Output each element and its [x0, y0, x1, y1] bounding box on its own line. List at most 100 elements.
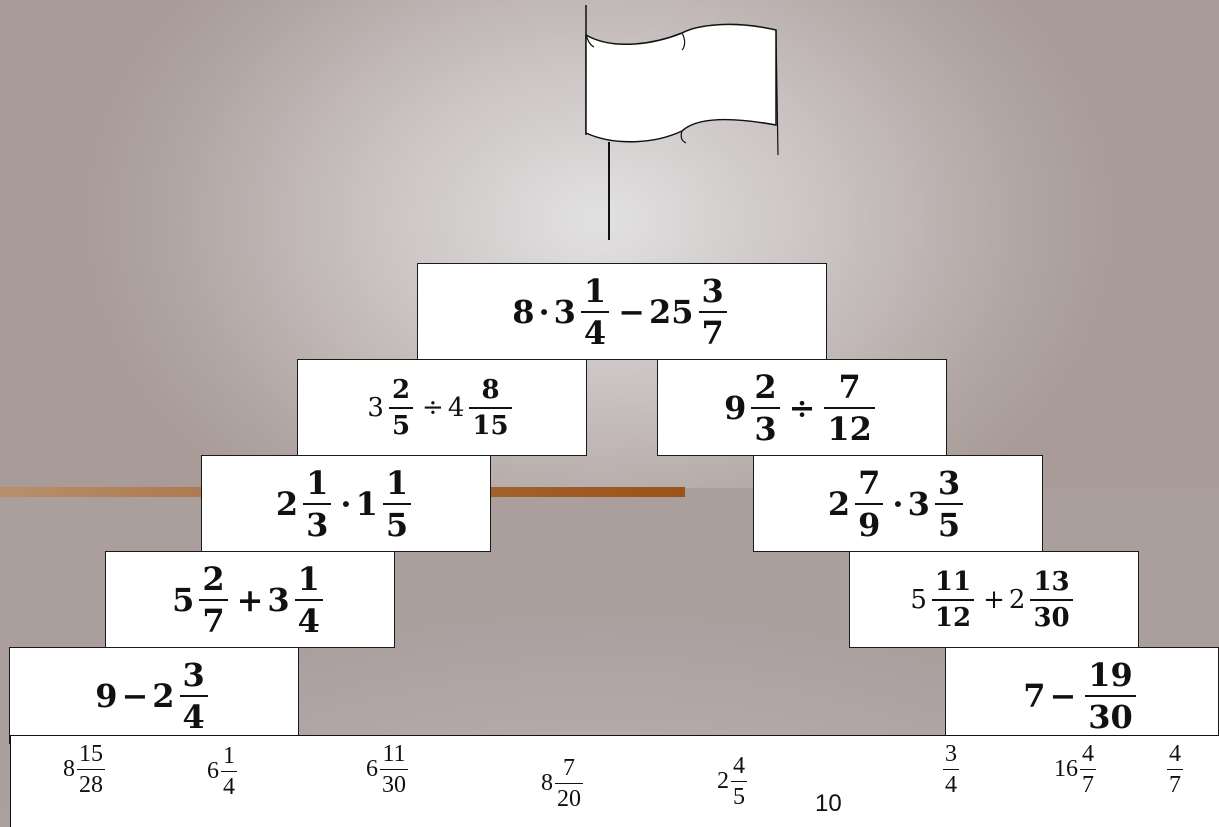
whole: 2: [717, 768, 729, 795]
numerator: 1: [223, 743, 235, 769]
fraction: 1 4: [221, 744, 237, 799]
fraction: 11 30: [380, 742, 408, 797]
fraction: 13 30: [1030, 566, 1073, 631]
fraction-bar: [1167, 769, 1183, 771]
numerator: 7: [838, 367, 861, 406]
brick-top[interactable]: 8 · 3 1 4 − 25 3 7: [417, 263, 827, 360]
answer-option[interactable]: 2 4 5: [717, 754, 749, 809]
denominator: 4: [583, 313, 607, 352]
numerator: 4: [733, 753, 745, 779]
denominator: 3: [754, 409, 777, 448]
operator: +: [236, 580, 264, 619]
brick-row5-left[interactable]: 9 − 2 3 4: [9, 647, 299, 744]
fraction-bar: [1080, 769, 1096, 771]
flag-icon: [585, 5, 779, 156]
denominator: 7: [701, 313, 724, 352]
numerator: 2: [202, 559, 225, 598]
brick-row4-right[interactable]: 5 11 12 + 2 13 30: [849, 551, 1139, 648]
numerator: 3: [937, 463, 961, 502]
term: 7: [1023, 676, 1046, 715]
operator: ÷: [788, 388, 816, 427]
denominator: 5: [733, 784, 745, 811]
fraction: 3 5: [934, 463, 964, 541]
denominator: 7: [1082, 772, 1094, 799]
numerator: 15: [79, 741, 103, 767]
operator: −: [618, 292, 645, 331]
brick-row2-left[interactable]: 3 2 5 ÷ 4 8 15: [297, 359, 587, 456]
answer-option[interactable]: 10: [815, 790, 842, 818]
numerator: 3: [182, 655, 205, 694]
numerator: 7: [563, 755, 575, 781]
fraction-bar: [382, 502, 412, 505]
operator: ·: [340, 484, 352, 523]
numerator: 11: [934, 566, 972, 597]
answer-option[interactable]: 16 4 7: [1054, 742, 1098, 797]
whole: 16: [1054, 756, 1078, 783]
fraction: 1 5: [382, 467, 412, 541]
denominator: 9: [858, 505, 881, 544]
term: 9: [95, 676, 118, 715]
answer-option[interactable]: 4 7: [1165, 742, 1185, 797]
fraction: 7 9: [855, 467, 884, 544]
fraction: 1 3: [303, 463, 332, 541]
fraction-bar: [199, 598, 228, 601]
fraction: 7 20: [555, 756, 583, 811]
term: 8: [512, 292, 535, 331]
fraction-bar: [855, 502, 884, 505]
numerator: 13: [1033, 566, 1070, 597]
numerator: 2: [754, 367, 777, 406]
operator: ·: [892, 484, 904, 523]
fraction: 3 4: [179, 655, 208, 733]
fraction-bar: [751, 406, 780, 409]
fraction-bar: [77, 769, 105, 771]
operator: ÷: [422, 392, 444, 423]
brick-row3-right[interactable]: 2 7 9 · 3 3 5: [753, 455, 1043, 552]
operator: +: [983, 584, 1005, 615]
fraction: 7 12: [824, 371, 875, 445]
brick-row2-right[interactable]: 9 2 3 ÷ 7 12: [657, 359, 947, 456]
numerator: 3: [701, 271, 724, 310]
denominator: 12: [827, 409, 872, 448]
fraction: 1 4: [294, 563, 323, 640]
fraction-bar: [388, 406, 414, 409]
denominator: 20: [557, 786, 581, 813]
answer-option[interactable]: 8 7 20: [541, 756, 585, 811]
whole: 8: [541, 770, 553, 797]
numerator: 11: [382, 741, 406, 767]
denominator: 15: [472, 410, 509, 441]
answer-option[interactable]: 8 15 28: [63, 742, 107, 797]
whole: 4: [447, 392, 465, 423]
brick-row4-left[interactable]: 5 2 7 + 3 1 4: [105, 551, 395, 648]
fraction-bar: [555, 783, 583, 785]
numerator: 1: [583, 271, 607, 310]
denominator: 28: [79, 772, 103, 799]
fraction-bar: [580, 310, 610, 313]
numerator: 2: [391, 374, 411, 405]
fraction-bar: [179, 694, 208, 697]
denominator: 4: [297, 601, 320, 640]
denominator: 4: [223, 774, 235, 801]
denominator: 7: [202, 601, 225, 640]
fraction-bar: [943, 769, 959, 771]
answer-strip: 8 15 28 6 1 4 6 11 30 8 7 20 2 4: [10, 735, 1219, 827]
fraction-bar: [1085, 694, 1136, 697]
denominator: 12: [934, 602, 972, 633]
whole: 3: [553, 292, 576, 331]
numerator: 1: [306, 463, 329, 502]
answer-option[interactable]: 3 4: [941, 742, 961, 797]
fraction: 3 7: [698, 271, 727, 352]
fraction-bar: [294, 598, 323, 601]
fraction-bar: [931, 598, 975, 601]
answer-option[interactable]: 6 11 30: [366, 742, 410, 797]
fraction-bar: [698, 310, 727, 313]
brick-row3-left[interactable]: 2 1 3 · 1 1 5: [201, 455, 491, 552]
brick-row5-right[interactable]: 7 − 19 30: [945, 647, 1219, 744]
fraction-bar: [303, 502, 332, 505]
answer-option[interactable]: 6 1 4: [207, 744, 239, 799]
operator: −: [121, 676, 149, 715]
whole: 2: [152, 676, 175, 715]
whole: 5: [172, 580, 195, 619]
whole: 2: [827, 484, 851, 523]
numerator: 4: [1082, 741, 1094, 767]
fraction: 4 7: [1080, 742, 1096, 797]
